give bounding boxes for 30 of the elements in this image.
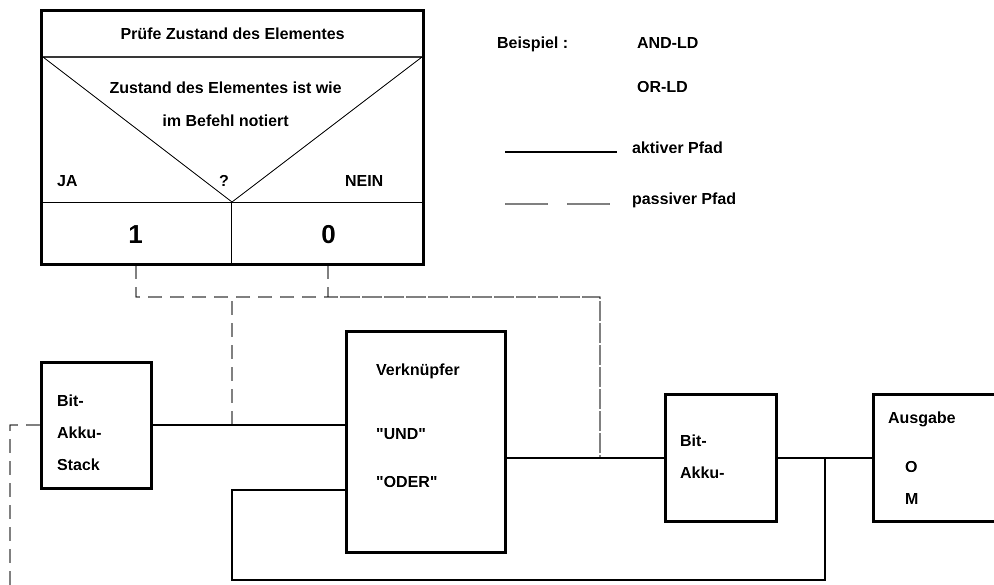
result-value: 1 xyxy=(128,219,143,249)
box-label: Bit- Akku- Stack xyxy=(57,392,102,476)
output-symbol: O xyxy=(905,458,918,478)
yes-label: JA xyxy=(57,172,78,192)
decision-table xyxy=(40,9,425,266)
box-label: Bit- Akku- xyxy=(680,432,726,484)
dashed-connector xyxy=(10,424,40,585)
connector-line xyxy=(153,424,345,426)
legend-label: aktiver Pfad xyxy=(632,139,723,159)
accumulator-box xyxy=(664,393,778,523)
table-heading: Prüfe Zustand des Elementes xyxy=(119,25,346,45)
output-box xyxy=(872,393,994,523)
note-label: Beispiel : xyxy=(497,34,568,54)
connector-line xyxy=(507,457,664,459)
note-label: OR-LD xyxy=(637,78,688,98)
box-heading: Ausgabe xyxy=(888,409,956,429)
operator-label: "ODER" xyxy=(376,473,438,493)
stack-box xyxy=(40,361,153,490)
question-text: Zustand des Elementes ist wie im Befehl notiert xyxy=(108,79,343,132)
question-mark: ? xyxy=(219,172,229,192)
legend-label: passiver Pfad xyxy=(632,190,736,210)
box-heading: Verknüpfer xyxy=(376,361,460,381)
note-label: AND-LD xyxy=(637,34,698,54)
output-symbol: M xyxy=(905,490,918,510)
result-value: 0 xyxy=(321,219,336,249)
connector-line xyxy=(231,457,826,581)
result-cell xyxy=(40,202,232,265)
logic-box xyxy=(345,330,507,554)
no-label: NEIN xyxy=(345,172,384,192)
operator-label: "UND" xyxy=(376,425,426,445)
